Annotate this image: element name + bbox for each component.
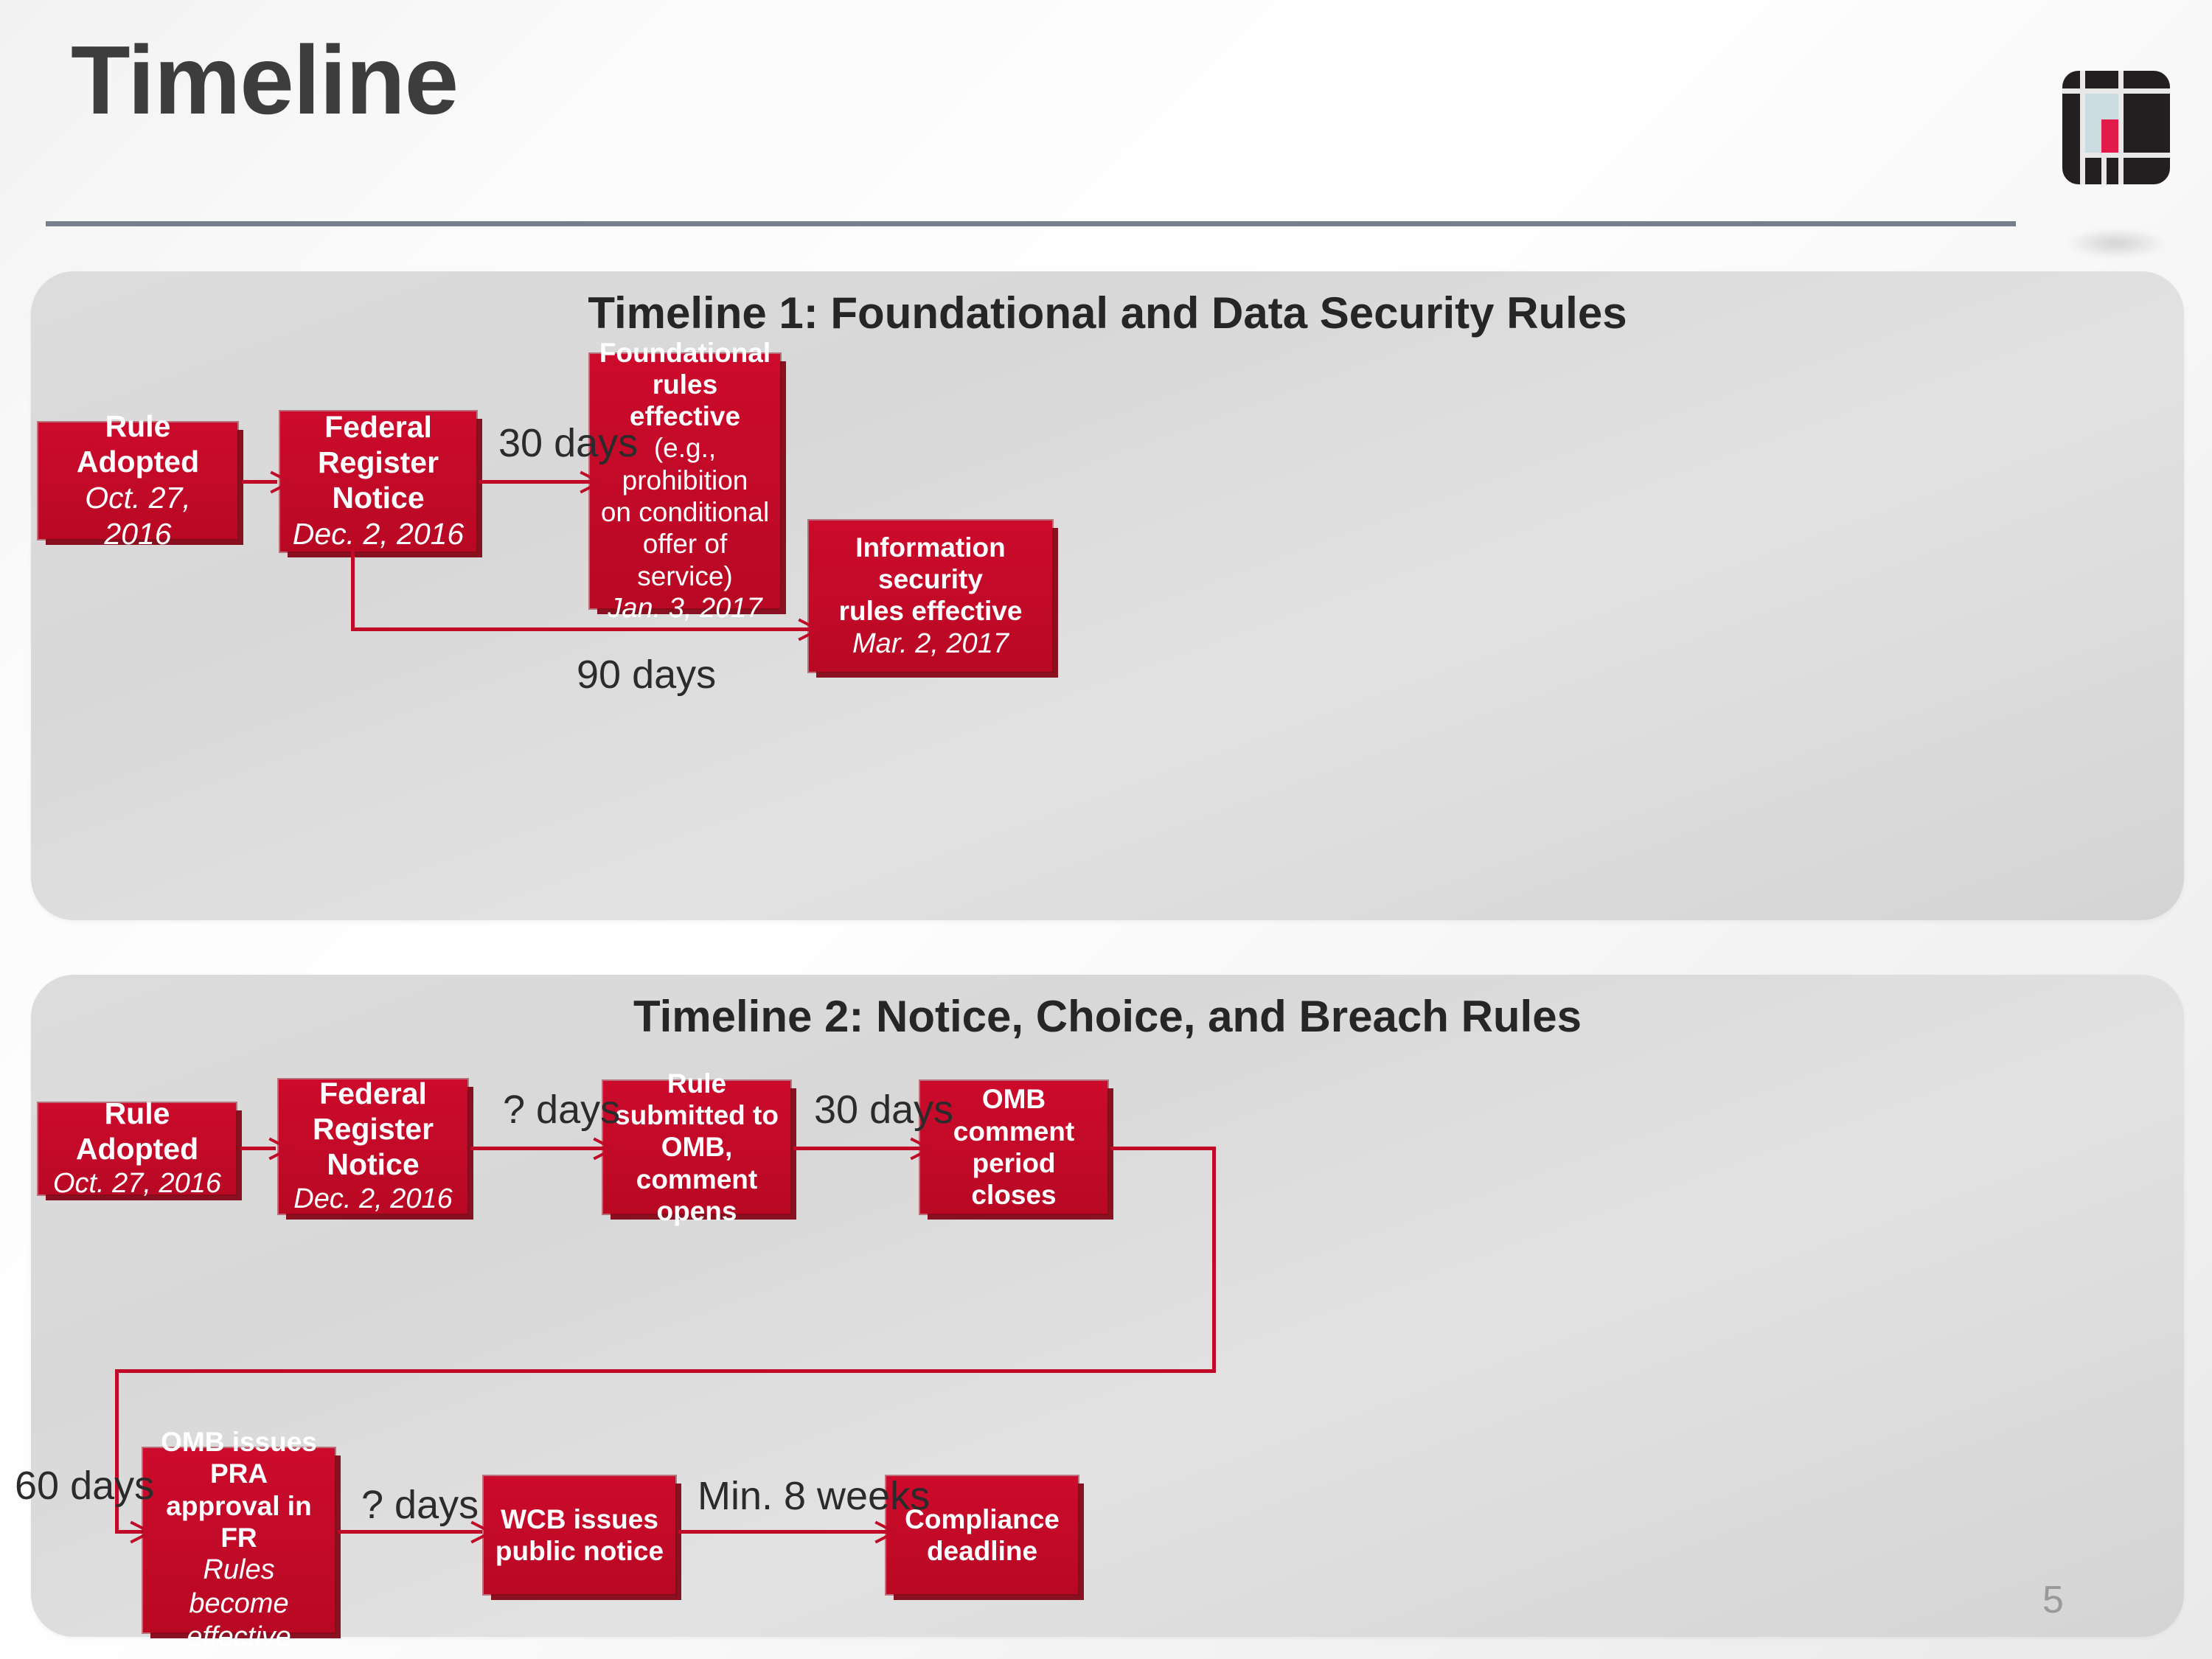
timeline2-box-omb-issues-pra-approval[interactable]: OMB issues PRA approval in FR Rules beco…	[143, 1427, 335, 1652]
box-line: Register Notice	[317, 445, 439, 515]
box-date: Dec. 2, 2016	[293, 1183, 453, 1215]
box-date: Oct. 27, 2016	[52, 1168, 222, 1200]
box-date: Jan. 3, 2017	[608, 592, 762, 624]
box-line: Rule Adopted	[76, 408, 200, 479]
box-line: opens	[656, 1195, 737, 1226]
box-date: Oct. 27, 2016	[85, 480, 191, 551]
box-date: Dec. 2, 2016	[292, 517, 465, 552]
box-line: WCB issues	[501, 1503, 658, 1534]
timeline2-caption-q-days-2: ? days	[361, 1483, 479, 1527]
company-logo-icon	[2061, 58, 2171, 198]
timeline1-connector-3-vertical	[351, 550, 355, 631]
box-line: OMB issues PRA	[161, 1427, 317, 1489]
timeline1-box-foundational-rules-effective[interactable]: Foundational rules effective (e.g., proh…	[590, 338, 780, 624]
timeline1-arrowhead-3	[796, 616, 821, 641]
box-date: Rules become effective	[187, 1554, 291, 1653]
box-line: Rule submitted to	[615, 1068, 779, 1131]
timeline2-wrap-top	[1110, 1147, 1216, 1150]
timeline2-box-rule-submitted-to-omb[interactable]: Rule submitted to OMB, comment opens	[603, 1068, 790, 1226]
timeline1-arrowhead-2	[578, 469, 603, 494]
box-line: Federal	[319, 1077, 427, 1111]
timeline1-caption-90-days: 90 days	[577, 653, 717, 697]
box-line: Rule Adopted	[75, 1096, 199, 1166]
timeline2-caption-30-days: 30 days	[814, 1088, 954, 1132]
title-divider	[46, 221, 2016, 226]
timeline2-box-wcb-issues-public-notice[interactable]: WCB issues public notice	[484, 1476, 675, 1594]
timeline2-wrap-bottom	[115, 1369, 1216, 1373]
timeline2-connector-3	[793, 1147, 923, 1150]
timeline2-box-compliance-deadline[interactable]: Compliance deadline	[886, 1476, 1078, 1594]
timeline2-caption-60-days: 60 days	[15, 1464, 155, 1508]
timeline-2-panel: Timeline 2: Notice, Choice, and Breach R…	[15, 975, 2184, 1652]
timeline1-caption-30-days: 30 days	[498, 421, 639, 465]
timeline2-connector-2	[470, 1147, 605, 1150]
box-line: offer of service)	[637, 529, 733, 591]
timeline2-wrap-right-vertical	[1212, 1147, 1216, 1372]
box-line: Compliance	[905, 1503, 1060, 1534]
box-line: rules effective	[838, 596, 1023, 627]
timeline1-box-rule-adopted[interactable]: Rule Adopted Oct. 27, 2016	[38, 409, 237, 551]
timeline1-box-federal-register-notice[interactable]: Federal Register Notice Dec. 2, 2016	[280, 410, 476, 552]
timeline2-box-omb-comment-period-closes[interactable]: OMB comment period closes	[920, 1081, 1107, 1214]
timeline1-box-information-security-rules-effective[interactable]: Information security rules effective Mar…	[809, 521, 1052, 672]
logo-reflection	[2065, 229, 2168, 258]
box-line: approval in FR	[166, 1490, 312, 1553]
box-line: Register Notice	[312, 1112, 434, 1182]
timeline-1-panel: Timeline 1: Foundational and Data Securi…	[31, 271, 2184, 920]
timeline2-arrowhead-1	[267, 1135, 292, 1161]
timeline2-arrowhead-3	[908, 1135, 933, 1161]
page-number: 5	[2042, 1579, 2064, 1621]
timeline2-wrap-left-vertical	[115, 1369, 119, 1533]
box-line: rules effective	[629, 369, 741, 432]
timeline-1-title: Timeline 1: Foundational and Data Securi…	[588, 288, 1627, 338]
box-line: period closes	[971, 1148, 1057, 1211]
timeline2-caption-q-days-1: ? days	[503, 1088, 621, 1132]
timeline2-caption-min-8-weeks: Min. 8 weeks	[698, 1474, 931, 1518]
box-date: Mar. 2, 2017	[852, 627, 1009, 659]
box-line: on conditional	[600, 496, 770, 527]
box-line: Federal	[324, 410, 432, 445]
timeline2-box-rule-adopted[interactable]: Rule Adopted Oct. 27, 2016	[38, 1096, 236, 1199]
timeline1-connector-1	[242, 480, 277, 484]
page-title: Timeline	[71, 26, 459, 134]
timeline1-connector-2	[479, 480, 591, 484]
timeline2-connector-1	[240, 1147, 276, 1150]
timeline2-arrowhead-2	[591, 1135, 616, 1161]
timeline1-arrowhead-1	[268, 469, 293, 494]
box-line: OMB, comment	[636, 1132, 758, 1194]
timeline-2-title: Timeline 2: Notice, Choice, and Breach R…	[633, 992, 1582, 1041]
box-line: Information security	[855, 532, 1006, 595]
timeline2-box-federal-register-notice[interactable]: Federal Register Notice Dec. 2, 2016	[279, 1077, 467, 1215]
timeline2-arrowhead-5	[873, 1519, 898, 1544]
box-line: public notice	[495, 1536, 664, 1566]
box-line: Foundational	[599, 337, 771, 368]
box-line: (e.g., prohibition	[622, 433, 748, 495]
timeline1-connector-3-horizontal	[351, 627, 812, 631]
timeline2-connector-4	[338, 1530, 482, 1534]
box-line: deadline	[926, 1536, 1038, 1566]
box-line: OMB comment	[953, 1084, 1075, 1147]
timeline2-connector-5	[678, 1530, 886, 1534]
